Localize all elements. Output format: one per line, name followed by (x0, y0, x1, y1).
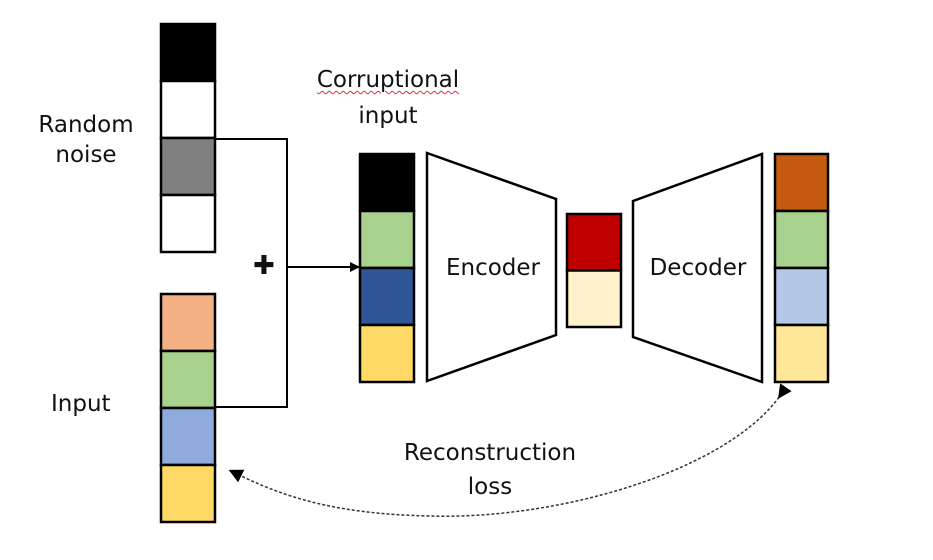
random-noise-label-line1: Random (38, 112, 134, 138)
output-cell (773, 266, 830, 327)
reconstruction-loss-arrow (228, 383, 792, 517)
random-noise-cell (159, 79, 217, 140)
corrupted-input-cell (358, 152, 416, 213)
latent-vector (565, 212, 623, 329)
output-cell (773, 152, 830, 213)
input-cell (159, 463, 217, 524)
random-noise-cell (159, 193, 217, 254)
random-noise-vector (159, 22, 217, 254)
reconstruction-loss-label: Reconstruction loss (380, 438, 600, 502)
reconstruction-loss-label-line2: loss (467, 474, 513, 500)
decoder-block (631, 152, 764, 384)
corrupted-input-vector (358, 152, 416, 384)
latent-cell (565, 212, 623, 272)
encoder-label: Encoder (445, 255, 541, 281)
input-label: Input (51, 391, 111, 417)
corrupted-input-cell (358, 209, 416, 270)
encoder-block (425, 151, 558, 383)
decoder-label: Decoder (649, 255, 747, 281)
random-noise-cell (159, 22, 217, 83)
corruptional-input-label-line1: Corruptional (316, 67, 460, 93)
reconstruction-loss-label-line1: Reconstruction (403, 440, 577, 466)
output-cell (773, 209, 830, 270)
corruptional-input-label-line2: input (358, 103, 418, 129)
plus-icon: ✚ (253, 251, 275, 281)
input-vector (159, 292, 217, 524)
input-cell (159, 349, 217, 410)
random-noise-label-line2: noise (55, 142, 117, 168)
output-vector (773, 152, 830, 384)
corrupted-input-cell (358, 266, 416, 327)
corrupted-input-cell (358, 323, 416, 384)
output-cell (773, 323, 830, 384)
noise-connector (215, 138, 288, 408)
corruptional-input-label: Corruptional input (303, 65, 473, 131)
random-noise-label: Random noise (30, 110, 142, 170)
input-cell (159, 292, 217, 353)
random-noise-cell (159, 136, 217, 197)
latent-cell (565, 269, 623, 329)
input-cell (159, 406, 217, 467)
